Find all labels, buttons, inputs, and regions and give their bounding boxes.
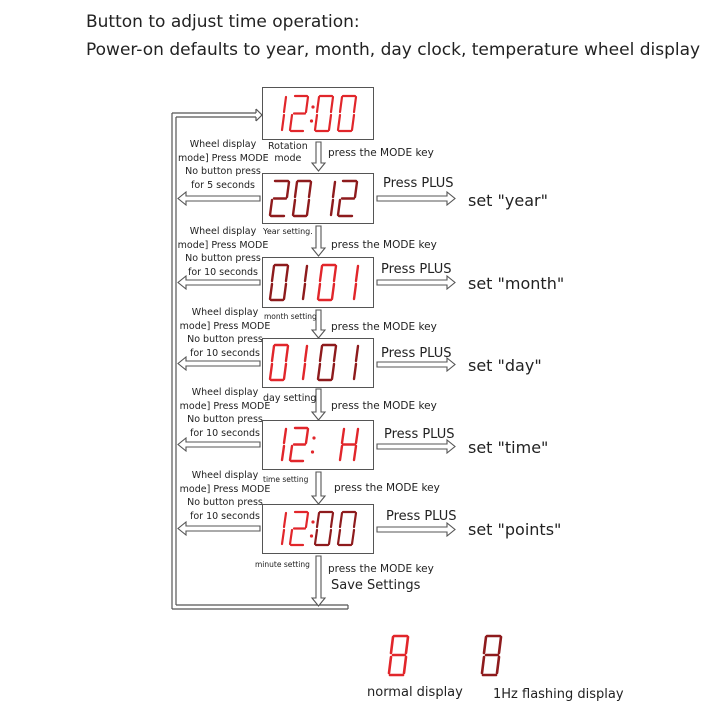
result-set-day: set "day" [468,356,542,375]
note-line: mode] Press MODE [179,400,271,412]
seven-segment-8-normal [387,634,410,677]
seven-segment-2012 [268,179,359,218]
note-line: mode] Press MODE [177,239,269,251]
left-note-wheel-display: Wheel display mode] Press MODE No button… [175,306,275,360]
left-note-wheel-display: Wheel display mode] Press MODE No button… [175,386,275,440]
lcd-display-rotation [262,87,374,140]
save-settings-label: Save Settings [331,578,421,593]
note-line: mode] Press MODE [179,320,271,332]
lcd-display-time [262,420,374,470]
seven-segment-0101-day [268,343,360,382]
note-line: mode] Press MODE [178,152,269,164]
caption-time-setting: time setting [263,475,309,484]
lcd-display-month [262,257,374,308]
press-plus-label: Press PLUS [383,176,454,191]
seven-segment-12-00 [280,94,358,133]
press-plus-label: Press PLUS [381,262,452,277]
note-line: for 5 seconds [191,179,255,191]
lcd-display-year [262,173,374,224]
caption-line: mode [274,153,302,164]
seven-segment-0101-month [268,263,360,302]
note-line: No button press [187,497,263,508]
caption-minute-setting: minute setting [255,560,310,569]
caption-year-setting: Year setting. [263,227,313,236]
note-line: Wheel display [189,139,257,150]
left-note-wheel-display: Wheel display mode] Press MODE No button… [178,138,269,192]
mode-key-label: press the MODE key [334,482,440,494]
left-note-wheel-display: Wheel display mode] Press MODE No button… [173,225,273,279]
result-set-year: set "year" [468,191,548,210]
note-line: for 10 seconds [187,266,259,278]
note-line: Wheel display [189,226,257,237]
caption-rotation-mode: Rotation mode [268,141,308,165]
header-line-2: Power-on defaults to year, month, day cl… [86,40,701,60]
caption-day-setting: day setting [263,393,317,404]
note-line: for 10 seconds [189,347,261,359]
seven-segment-12-h [280,426,360,463]
note-line: No button press [187,334,263,345]
legend-flashing-label: 1Hz flashing display [493,687,624,702]
mode-key-label: press the MODE key [331,239,437,251]
result-set-month: set "month" [468,274,565,293]
note-line: for 10 seconds [189,427,261,439]
seven-segment-12-00-minute [280,510,358,547]
legend-normal-digit [385,632,415,684]
header-line-1: Button to adjust time operation: [86,12,360,32]
legend-normal-label: normal display [367,685,463,700]
lcd-display-day [262,338,374,388]
mode-key-label: press the MODE key [328,563,434,575]
note-line: No button press [185,253,261,264]
note-line: mode] Press MODE [179,483,271,495]
caption-line: Rotation [268,141,308,152]
mode-key-label: press the MODE key [331,400,437,412]
mode-key-label: press the MODE key [328,147,434,159]
result-set-time: set "time" [468,438,549,457]
caption-month-setting: month setting [264,312,317,321]
note-line: for 10 seconds [189,510,261,522]
mode-key-label: press the MODE key [331,321,437,333]
note-line: Wheel display [191,307,259,318]
left-note-wheel-display: Wheel display mode] Press MODE No button… [175,469,275,523]
result-set-points: set "points" [468,520,562,539]
seven-segment-8-flashing [480,634,503,677]
press-plus-label: Press PLUS [386,509,457,524]
press-plus-label: Press PLUS [381,346,452,361]
note-line: No button press [185,166,261,177]
note-line: Wheel display [191,387,259,398]
legend-flashing-digit [478,632,508,684]
note-line: No button press [187,414,263,425]
press-plus-label: Press PLUS [384,427,455,442]
lcd-display-minute [262,504,374,554]
note-line: Wheel display [191,470,259,481]
